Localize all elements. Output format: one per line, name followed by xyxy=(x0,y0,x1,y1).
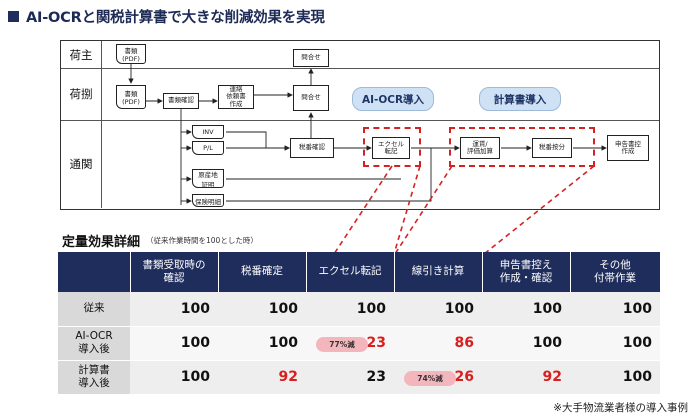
lane-label-shipper: 荷主 xyxy=(69,47,93,62)
lane-divider-vertical xyxy=(101,41,102,208)
table-cell: 100 xyxy=(130,326,218,361)
row-label: 従来 xyxy=(58,292,130,327)
doc-pl: P/L xyxy=(192,141,224,155)
table-cell: 23 xyxy=(306,360,394,395)
section-note: （従来作業時間を100とした時） xyxy=(146,236,258,245)
table-cell: 100 xyxy=(218,326,306,361)
table-row: 従来 100 100 100 100 100 100 xyxy=(58,292,660,327)
callout-calc-sheet: 計算書導入 xyxy=(479,87,561,111)
table-cell: 100 xyxy=(130,360,218,395)
table-header: 線引き計算 xyxy=(394,252,483,292)
lane-label-customs: 通関 xyxy=(69,157,93,171)
section-title: 定量効果詳細 xyxy=(62,235,141,250)
node-declaration: 申告書控 作成 xyxy=(607,135,649,161)
lane-divider xyxy=(61,68,659,69)
cell-value: 23 xyxy=(366,335,386,351)
table-header: 申告書控え 作成・確認 xyxy=(482,252,571,292)
table-cell: 100 xyxy=(130,292,218,327)
node-freight-calc: 運賃/ 評価加算 xyxy=(460,137,500,159)
callout-ai-ocr: AI-OCR導入 xyxy=(352,87,434,111)
node-inquiry-2: 問合せ xyxy=(293,85,329,111)
doc-insurance: 保険明細 xyxy=(192,194,224,207)
doc-origin-certificate: 原産地 証明 xyxy=(192,169,224,189)
reduction-badge: 74%減 xyxy=(404,370,456,386)
table-cell: 100 xyxy=(306,292,394,327)
flow-diagram: 荷主 荷捌 通関 xyxy=(60,40,660,210)
table-header: その他 付帯作業 xyxy=(570,252,661,292)
table-header: 税番確定 xyxy=(218,252,307,292)
node-tax-code-check: 税番確認 xyxy=(290,138,334,158)
node-inquiry-1: 問合せ xyxy=(293,49,329,67)
cell-value: 26 xyxy=(454,369,474,385)
table-header: 書類受取時の 確認 xyxy=(130,252,219,292)
row-label: AI-OCR 導入後 xyxy=(58,326,130,361)
pdf-document-handling: 書類 (PDF) xyxy=(116,85,146,109)
pdf-document-shipper: 書類 (PDF) xyxy=(116,44,146,64)
table-cell: 86 xyxy=(394,326,482,361)
title-row: AI-OCRと関税計算書で大きな削減効果を実現 xyxy=(8,6,325,26)
node-tax-split: 税番按分 xyxy=(532,138,572,158)
table-cell: 100 xyxy=(394,292,482,327)
table-cell: 100 xyxy=(218,292,306,327)
table-cell: 100 xyxy=(570,292,660,327)
table-cell: 92 xyxy=(482,360,570,395)
table-cell: 100 xyxy=(482,326,570,361)
footer-note: ※大手物流業者様の導入事例 xyxy=(553,402,688,414)
page-title: AI-OCRと関税計算書で大きな削減効果を実現 xyxy=(26,9,325,26)
table-header: エクセル転記 xyxy=(306,252,395,292)
node-excel-transfer: エクセル 転記 xyxy=(372,137,410,159)
lane-label-handling: 荷捌 xyxy=(69,87,93,101)
title-square-icon xyxy=(8,10,19,22)
highlight-calc xyxy=(449,127,595,167)
table-cell: 100 xyxy=(482,292,570,327)
table-cell: 92 xyxy=(218,360,306,395)
lane-divider xyxy=(61,120,659,121)
table-corner xyxy=(58,252,131,292)
reduction-badge: 77%減 xyxy=(316,336,368,352)
row-label: 計算書 導入後 xyxy=(58,360,130,395)
doc-inv: INV xyxy=(192,125,224,139)
table-cell: 100 xyxy=(570,326,660,361)
node-contact-request: 連絡 依頼書 作成 xyxy=(218,85,254,109)
node-document-check: 書類確認 xyxy=(163,93,199,109)
table-cell: 100 xyxy=(570,360,660,395)
effect-table: 書類受取時の 確認 税番確定 エクセル転記 線引き計算 申告書控え 作成・確認 … xyxy=(58,252,661,395)
